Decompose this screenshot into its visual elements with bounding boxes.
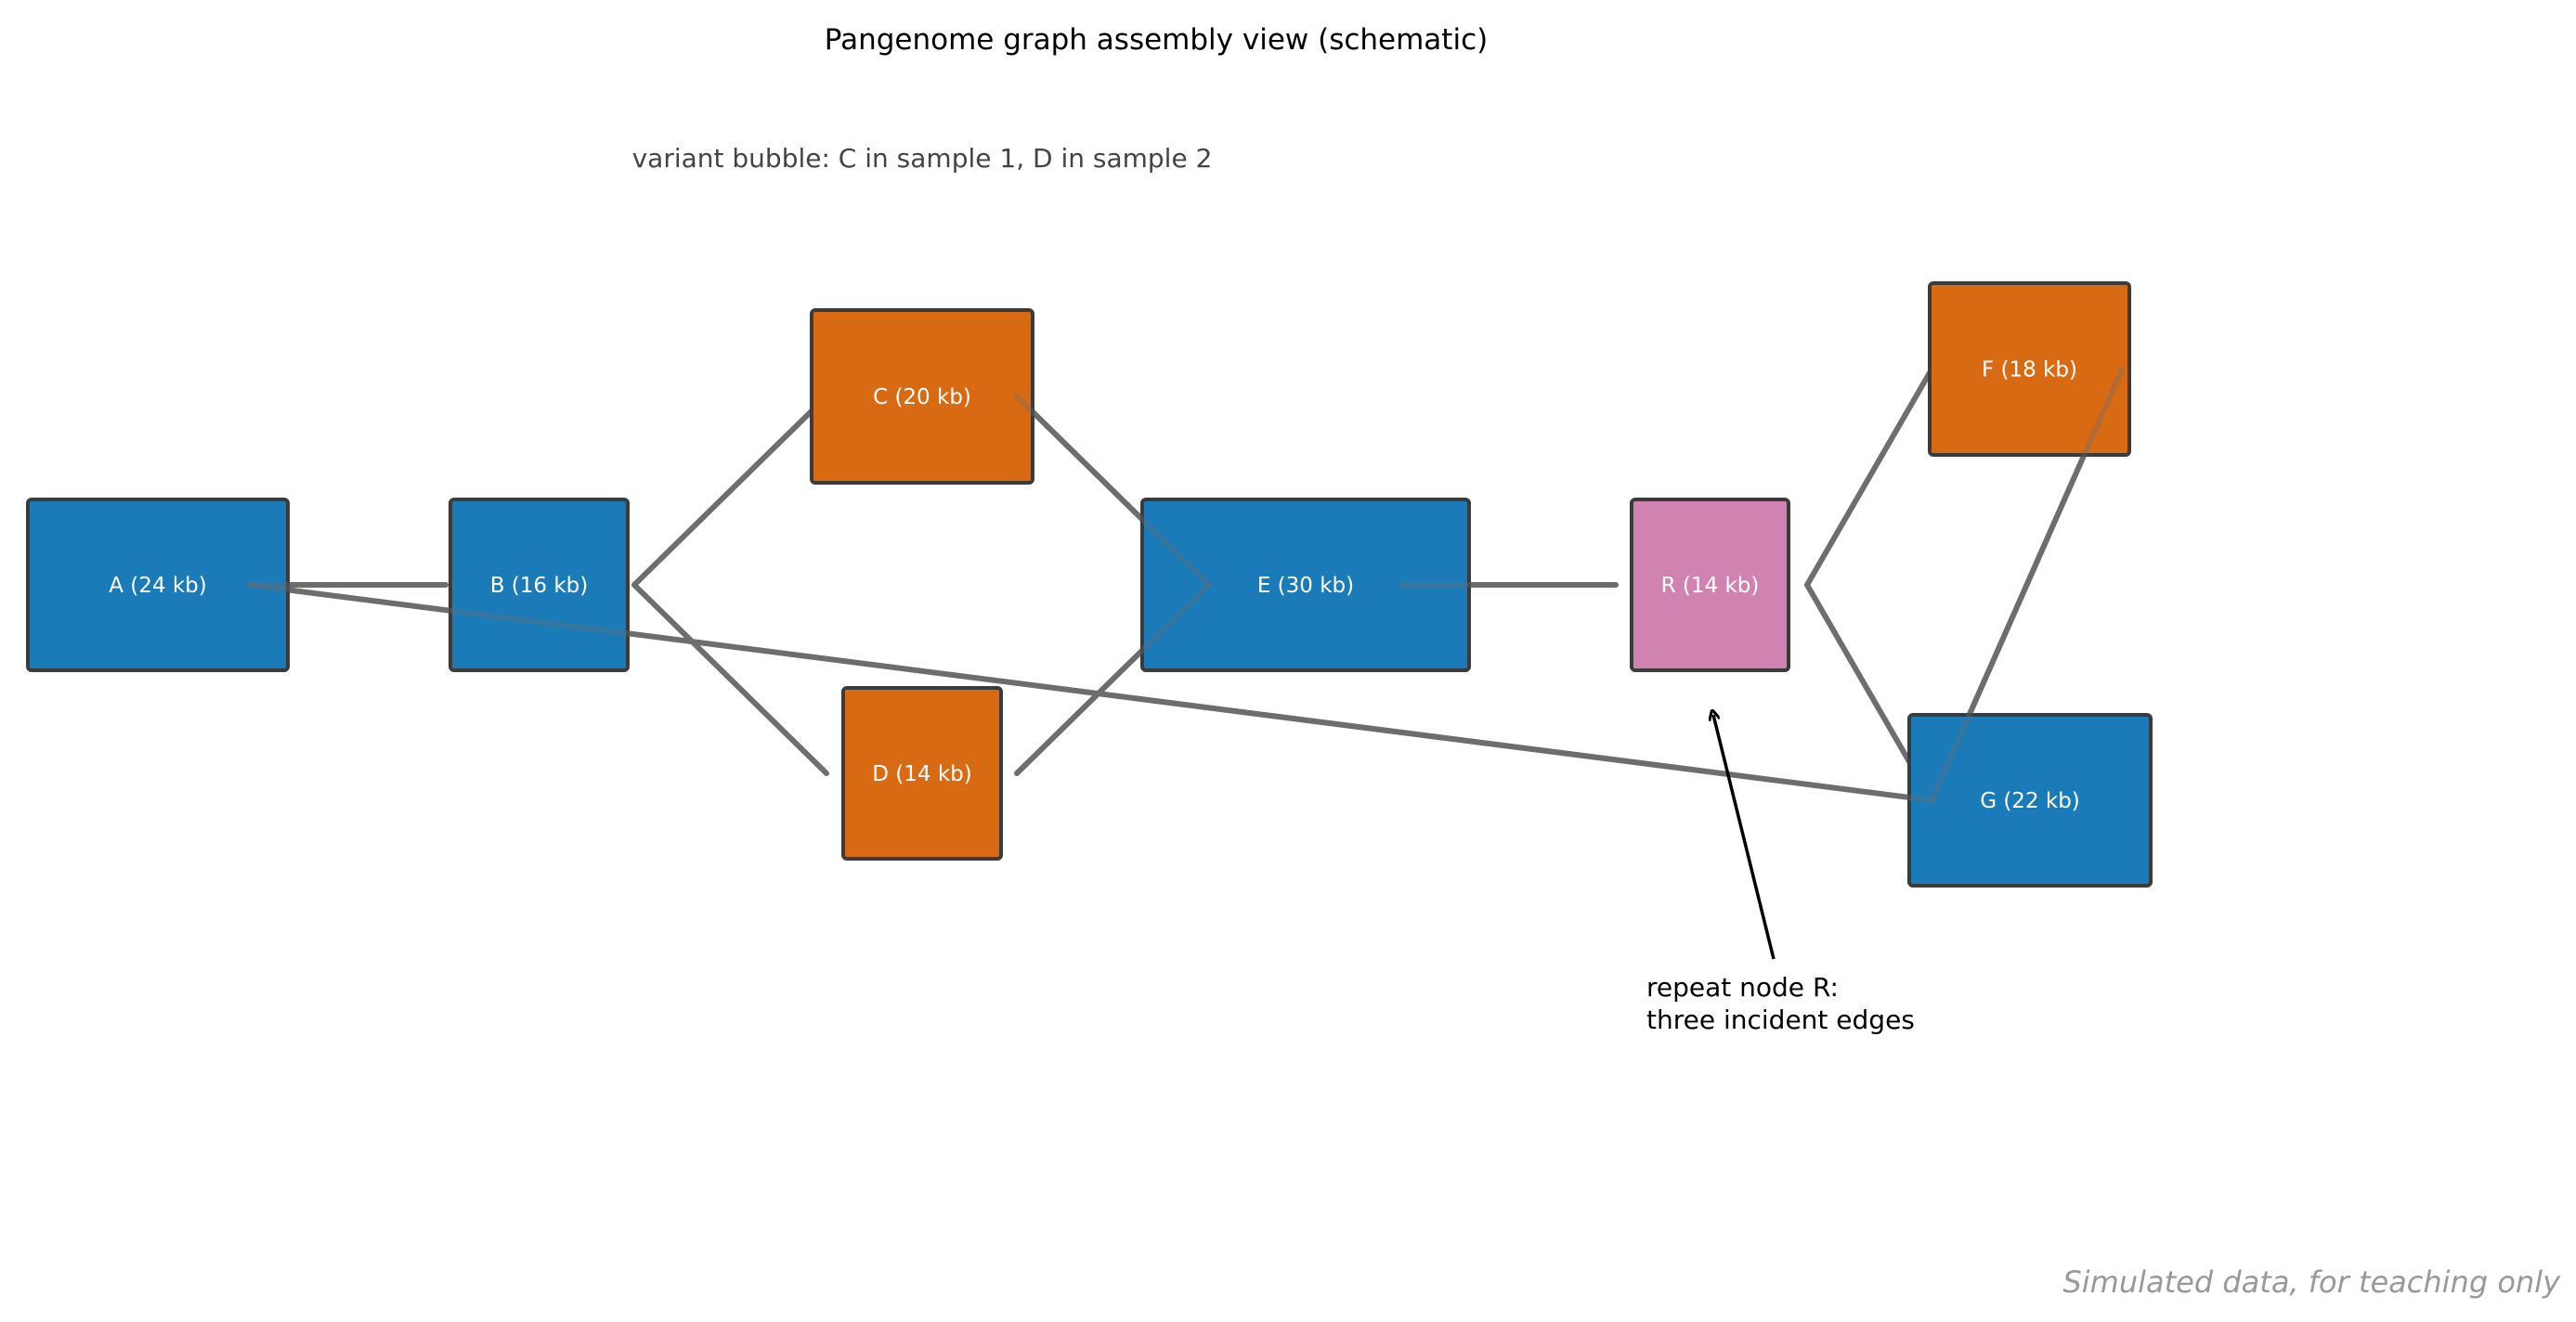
node-c-box bbox=[810, 308, 1034, 485]
node-f-label: F (18 kb) bbox=[1982, 358, 2077, 382]
annotation-arrow bbox=[1713, 715, 1776, 960]
node-d-label: D (14 kb) bbox=[872, 762, 971, 786]
diagram-subtitle: variant bubble: C in sample 1, D in samp… bbox=[632, 143, 1213, 174]
node-g-label: G (22 kb) bbox=[1980, 789, 2080, 813]
node-r-label: R (14 kb) bbox=[1661, 574, 1760, 598]
footer-note: Simulated data, for teaching only bbox=[2062, 1264, 2561, 1300]
node-b-label: B (16 kb) bbox=[490, 574, 589, 598]
node-d: D (14 kb) bbox=[841, 686, 1003, 861]
edge-overlay-g-f bbox=[1929, 367, 2125, 803]
node-r-box bbox=[1630, 498, 1790, 672]
node-c-label: C (20 kb) bbox=[873, 385, 971, 409]
annotation-line-2: three incident edges bbox=[1646, 1004, 1915, 1035]
node-g-box bbox=[1907, 713, 2153, 888]
edge-overlay-d-e bbox=[1014, 582, 1212, 776]
nodes-layer: A (24 kb) B (16 kb) C (20 kb) D (14 kb) E (3… bbox=[26, 281, 2153, 888]
node-d-box bbox=[841, 686, 1003, 861]
node-f: F (18 kb) bbox=[1928, 281, 2131, 457]
node-a: A (24 kb) bbox=[26, 498, 290, 672]
node-b-box bbox=[449, 498, 630, 672]
edge-b-c bbox=[631, 394, 829, 588]
edge-overlay-c-e bbox=[1014, 394, 1212, 588]
node-e: E (30 kb) bbox=[1140, 498, 1471, 672]
annotation-line-1: repeat node R: bbox=[1646, 972, 1839, 1003]
node-b: B (16 kb) bbox=[449, 498, 630, 672]
node-c: C (20 kb) bbox=[810, 308, 1034, 485]
diagram-title: Pangenome graph assembly view (schematic… bbox=[825, 23, 1488, 57]
node-e-label: E (30 kb) bbox=[1257, 574, 1354, 598]
node-a-label: A (24 kb) bbox=[109, 574, 207, 598]
repeat-annotation: repeat node R: three incident edges bbox=[1646, 715, 1915, 1035]
node-g: G (22 kb) bbox=[1907, 713, 2153, 888]
node-e-box bbox=[1140, 498, 1471, 672]
edge-r-f bbox=[1804, 367, 1934, 588]
node-f-box bbox=[1928, 281, 2131, 457]
node-a-box bbox=[26, 498, 290, 672]
edge-overlay-a-g bbox=[246, 582, 1934, 803]
node-r: R (14 kb) bbox=[1630, 498, 1790, 672]
edge-b-d bbox=[631, 582, 829, 776]
